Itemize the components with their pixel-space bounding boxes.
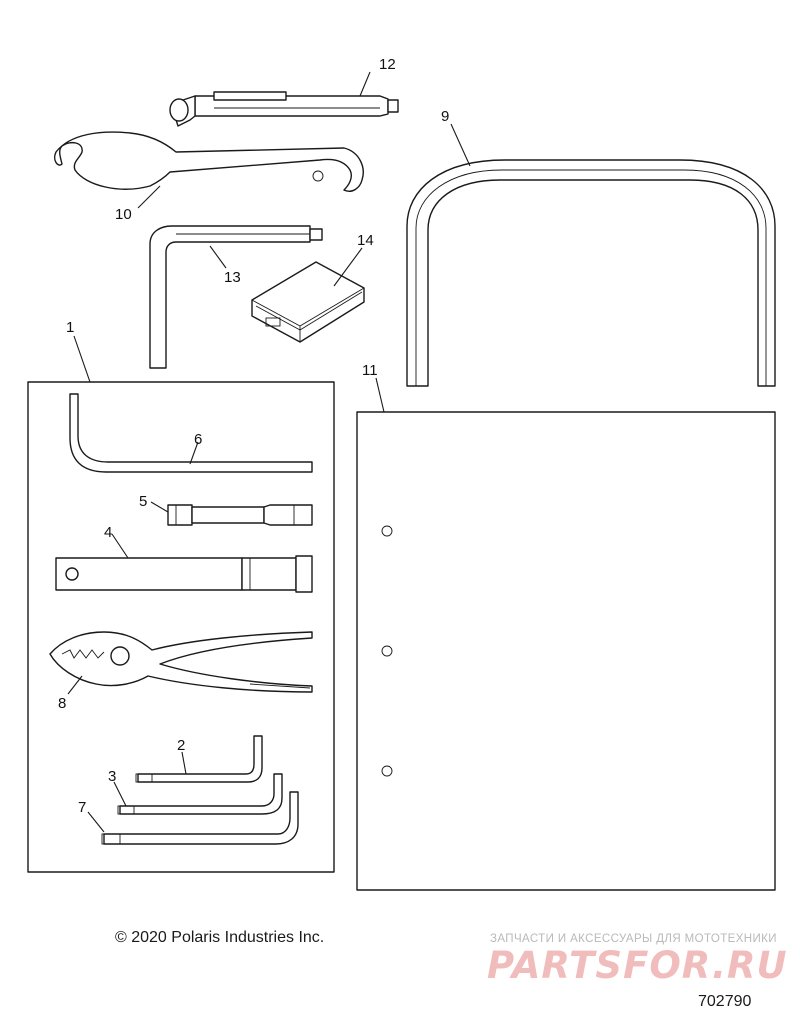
callout-1: 1	[66, 319, 74, 336]
callout-11: 11	[362, 362, 378, 379]
part-2-torx-key	[135, 735, 263, 783]
part-8-pliers	[49, 631, 313, 693]
leader-lines	[67, 71, 471, 833]
part-9-handle	[406, 159, 776, 387]
callout-4: 4	[104, 524, 112, 541]
callout-6: 6	[194, 431, 202, 448]
part-12-tool	[169, 91, 399, 127]
copyright-notice: © 2020 Polaris Industries Inc.	[115, 929, 325, 946]
callout-7: 7	[78, 799, 86, 816]
callout-12: 12	[379, 56, 396, 73]
document-number: 702790	[698, 993, 752, 1010]
callout-5: 5	[139, 493, 147, 510]
callout-2: 2	[177, 737, 185, 754]
watermark-tagline: ЗАПЧАСТИ И АКСЕССУАРЫ ДЛЯ МОТОТЕХНИКИ	[490, 933, 777, 945]
callout-14: 14	[357, 232, 374, 249]
part-13-bent-rod	[149, 225, 323, 369]
callout-13: 13	[224, 269, 241, 286]
callout-9: 9	[441, 108, 449, 125]
watermark-logo: PARTSFOR.RU	[487, 944, 788, 987]
part-14-tool-case	[251, 261, 365, 343]
callout-10: 10	[115, 206, 132, 223]
part-1-kit-box	[27, 381, 335, 873]
callout-8: 8	[58, 695, 66, 712]
part-4-plug-wrench	[55, 555, 313, 593]
part-11-manual	[356, 411, 776, 891]
part-6-hex-key	[69, 393, 313, 473]
part-10-spanner-wrench	[53, 131, 364, 192]
part-7-torx-key	[101, 791, 299, 845]
callout-3: 3	[108, 768, 116, 785]
part-5-extension	[167, 504, 313, 526]
